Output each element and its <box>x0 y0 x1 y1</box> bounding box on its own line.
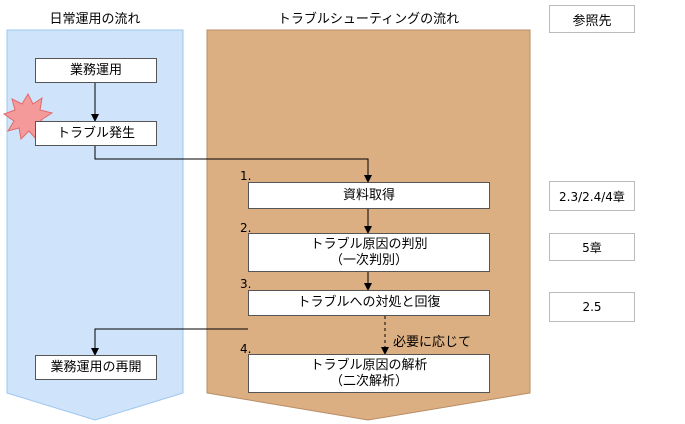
trouble-occurrence-box: トラブル発生 <box>35 121 157 146</box>
step-1-number: 1. <box>240 169 252 183</box>
step-2-sublabel: （一次判別） <box>329 252 408 268</box>
step-3-box: トラブルへの対処と回復 <box>248 290 490 316</box>
trouble-occurrence-label: トラブル発生 <box>56 125 135 141</box>
arrow-step3-to-resume <box>91 328 248 356</box>
as-needed-note: 必要に応じて <box>393 335 472 350</box>
business-operation-box: 業務運用 <box>35 58 157 83</box>
step-4-sublabel: （二次解析） <box>329 373 408 389</box>
step-3-reference: 2.5 <box>549 292 635 322</box>
step-2-box: トラブル原因の判別 （一次判別） <box>248 233 490 272</box>
step-4-label: トラブル原因の解析 <box>310 357 428 373</box>
step-1-box: 資料取得 <box>248 182 490 209</box>
step-3-label: トラブルへの対処と回復 <box>297 295 441 310</box>
step-2-reference: 5章 <box>549 233 635 261</box>
reference-header: 参照先 <box>549 5 635 33</box>
step-1-reference: 2.3/2.4/4章 <box>549 181 635 211</box>
step-2-number: 2. <box>240 221 252 235</box>
step-3-number: 3. <box>240 277 252 291</box>
resume-operation-box: 業務運用の再開 <box>35 355 157 380</box>
step-2-label: トラブル原因の判別 <box>310 236 428 252</box>
step-4-number: 4. <box>240 342 252 356</box>
daily-flow-header: 日常運用の流れ <box>49 12 141 27</box>
resume-operation-label: 業務運用の再開 <box>50 359 142 375</box>
troubleshoot-flow-header: トラブルシューティングの流れ <box>277 12 460 27</box>
arrow-trouble-to-step1 <box>94 146 372 183</box>
step-1-label: 資料取得 <box>342 187 395 203</box>
business-operation-label: 業務運用 <box>69 62 122 78</box>
step-4-box: トラブル原因の解析 （二次解析） <box>248 354 490 393</box>
